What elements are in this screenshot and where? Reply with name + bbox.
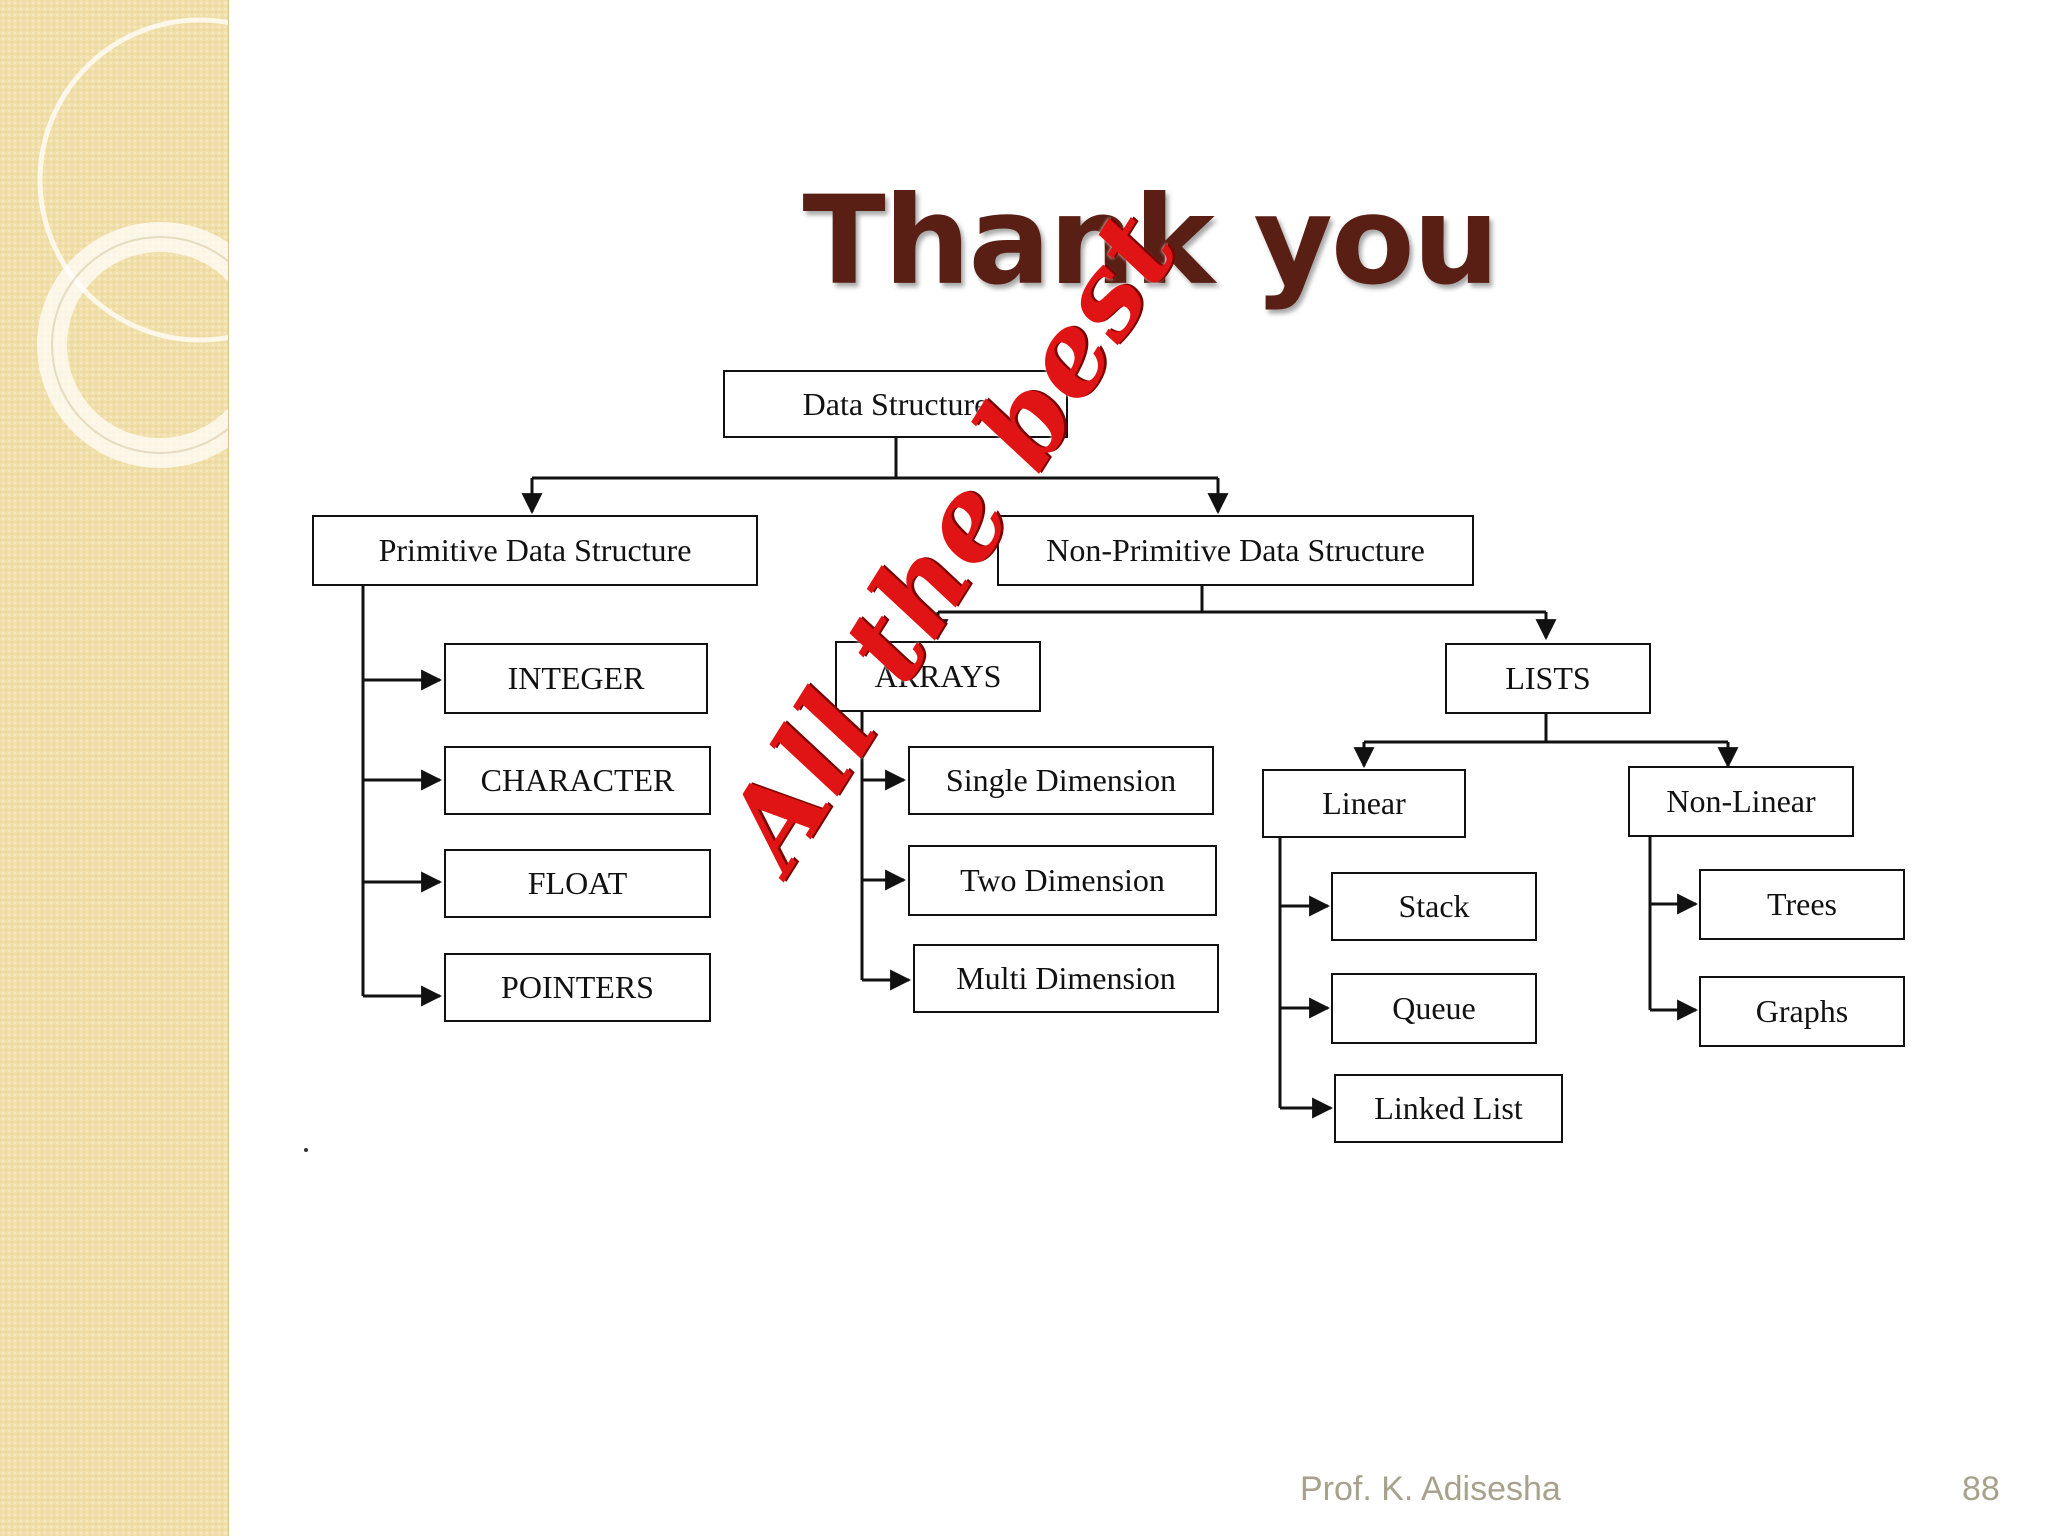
node-trees: Trees	[1699, 869, 1905, 940]
node-non-primitive-data-structure: Non-Primitive Data Structure	[997, 515, 1474, 586]
node-linear: Linear	[1262, 769, 1466, 838]
node-lists: LISTS	[1445, 643, 1651, 714]
node-graphs: Graphs	[1699, 976, 1905, 1047]
node-stack: Stack	[1331, 872, 1537, 941]
node-integer: INTEGER	[444, 643, 708, 714]
node-character: CHARACTER	[444, 746, 711, 815]
slide-title: Thank you	[802, 170, 1499, 312]
footer-author: Prof. K. Adisesha	[1300, 1470, 1561, 1508]
node-queue: Queue	[1331, 973, 1537, 1044]
node-single-dimension: Single Dimension	[908, 746, 1214, 815]
node-pointers: POINTERS	[444, 953, 711, 1022]
node-data-structure: Data Structure	[723, 370, 1068, 438]
stray-dot	[304, 1148, 308, 1152]
decorative-sidebar	[0, 0, 229, 1536]
sidebar-rings-decoration	[37, 17, 228, 468]
node-float: FLOAT	[444, 849, 711, 918]
node-non-linear: Non-Linear	[1628, 766, 1854, 837]
node-primitive-data-structure: Primitive Data Structure	[312, 515, 758, 586]
page-number: 88	[1962, 1470, 2000, 1508]
node-multi-dimension: Multi Dimension	[913, 944, 1219, 1013]
node-arrays: ARRAYS	[835, 641, 1041, 712]
node-linked-list: Linked List	[1334, 1074, 1563, 1143]
node-two-dimension: Two Dimension	[908, 845, 1217, 916]
